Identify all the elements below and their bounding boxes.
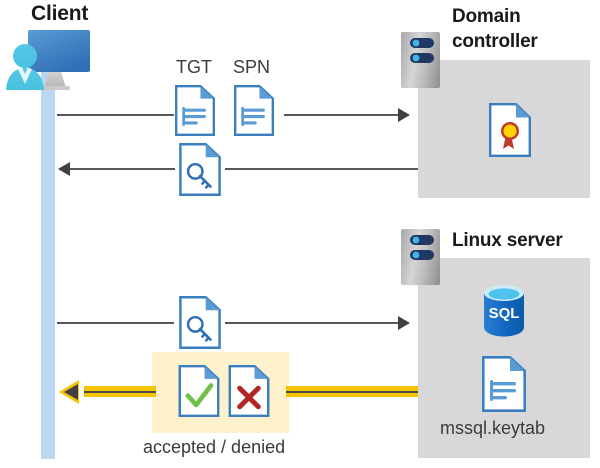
spn-label: SPN [233, 57, 271, 77]
message-line-request-cont [284, 114, 399, 116]
tgt-label: TGT [176, 57, 212, 77]
message-line-present-cont [225, 322, 399, 324]
client-title: Client [31, 2, 89, 25]
message-line-verdict-cont-core [286, 390, 418, 393]
keytab-file-label: mssql.keytab [440, 418, 546, 438]
sql-label: SQL [0, 0, 1, 1]
message-line-request [57, 114, 174, 116]
linux-server-title: Linux server [452, 230, 563, 251]
spn-document-icon [234, 85, 274, 136]
server-rack-icon [401, 229, 440, 285]
server-rack-icon [401, 32, 440, 88]
message-line-verdict-core [84, 390, 156, 393]
accepted-document-icon [178, 365, 220, 417]
arrowhead-right-request [398, 108, 410, 122]
message-line-present [57, 322, 174, 324]
client-lifeline [41, 72, 55, 459]
tgt-document-icon [175, 85, 215, 136]
message-line-ticket [70, 168, 175, 170]
arrowhead-right-present [398, 316, 410, 330]
arrowhead-left-verdict [58, 378, 90, 406]
keytab-document-icon [482, 356, 526, 412]
certificate-document-icon [489, 103, 531, 157]
user-computer-icon [4, 24, 96, 92]
message-line-ticket-cont [225, 168, 418, 170]
domain-controller-title-line1: Domain [452, 6, 521, 27]
sql-database-icon: SQL [480, 283, 528, 339]
svg-text:SQL: SQL [489, 305, 520, 322]
verdict-label: accepted / denied [143, 437, 286, 457]
ticket-key-document-icon [178, 143, 222, 196]
domain-controller-title-line2: controller [452, 31, 538, 52]
domain-controller-title: Domain controller [452, 4, 592, 54]
ticket-key-document-icon [178, 296, 222, 349]
arrowhead-left-ticket [58, 162, 70, 176]
denied-document-icon [228, 365, 270, 417]
